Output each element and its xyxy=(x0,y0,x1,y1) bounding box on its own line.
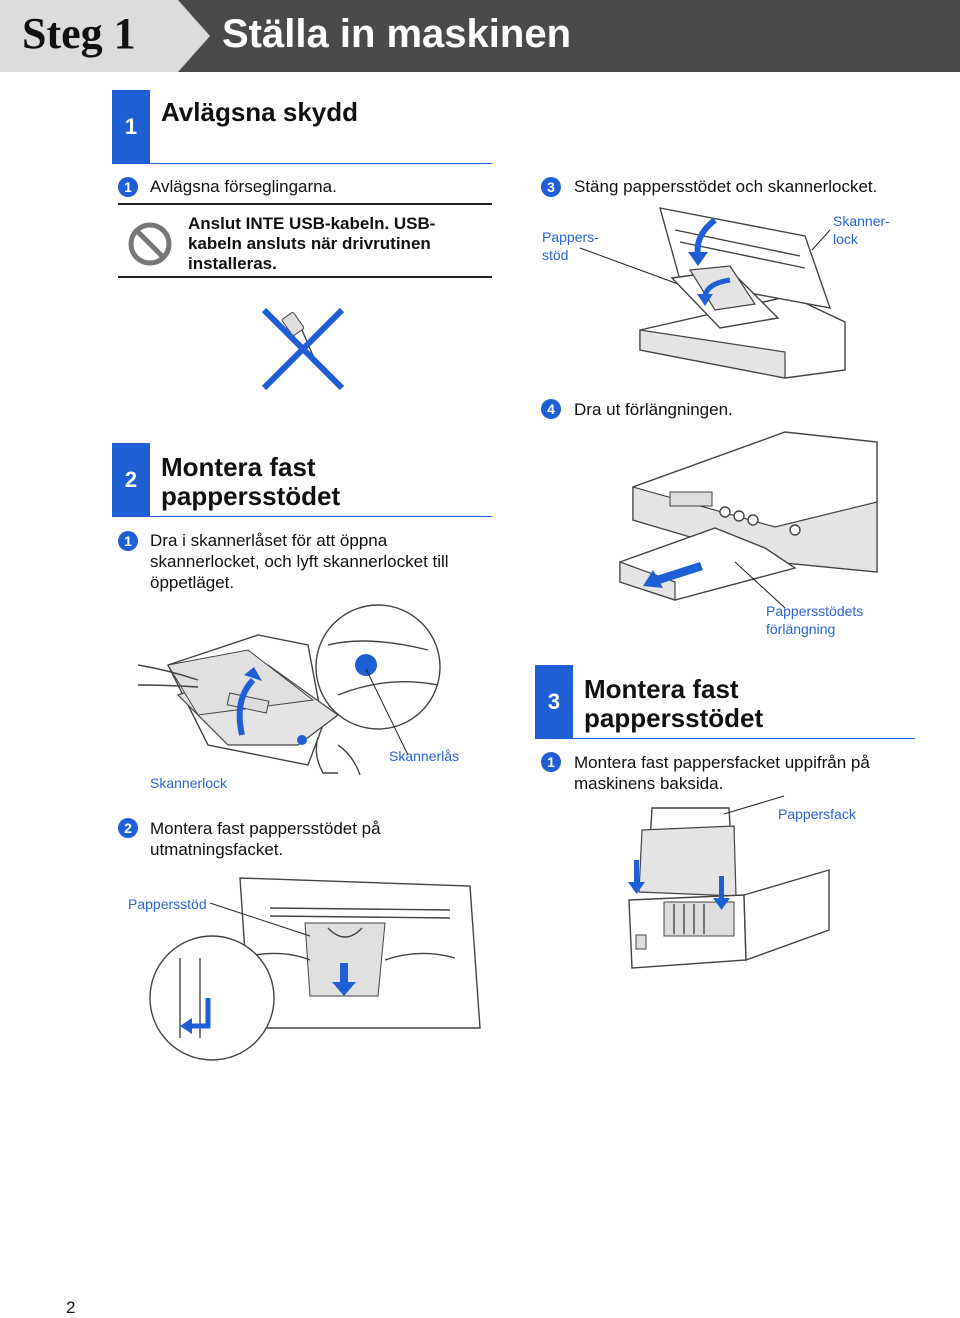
label-scanner-cover: lock xyxy=(833,231,858,247)
label-paper-support: stöd xyxy=(542,247,569,263)
section1-divider xyxy=(150,163,492,164)
label-scanner-lock: Skannerlås xyxy=(389,748,460,764)
scanner-lock-illustration xyxy=(137,604,441,776)
step-circle: 2 xyxy=(118,818,138,838)
step-circle: 3 xyxy=(541,177,561,197)
section2-divider xyxy=(150,516,492,517)
paper-support-mount-illustration xyxy=(149,877,481,1061)
label-scanner-cover: Skannerlock xyxy=(150,775,228,791)
section3-divider xyxy=(573,738,915,739)
warning-rule-bottom xyxy=(118,276,492,278)
label-extension: Pappersstödets xyxy=(766,603,864,619)
step-circle: 4 xyxy=(541,399,561,419)
printer-extension-illustration xyxy=(619,431,878,609)
page-title: Ställa in maskinen xyxy=(222,12,572,56)
section3-number: 3 xyxy=(535,665,573,739)
step-text: Montera fast pappersfacket uppifrån på m… xyxy=(574,753,870,793)
step-text: Dra i skannerlåset för att öppna skanner… xyxy=(150,531,449,592)
step-circle: 1 xyxy=(118,177,138,197)
step-text: Stäng pappersstödet och skannerlocket. xyxy=(574,177,878,196)
header-step-tab xyxy=(0,0,210,72)
label-paper-support: Pappers- xyxy=(542,229,599,245)
section2-title-line1: Montera fast xyxy=(161,452,316,482)
step-text: Dra ut förlängningen. xyxy=(574,400,733,419)
page-number: 2 xyxy=(66,1298,76,1317)
step-text: Avlägsna förseglingarna. xyxy=(150,177,337,196)
warning-rule-top xyxy=(118,203,492,205)
section1-title: Avlägsna skydd xyxy=(161,97,359,127)
printer-close-illustration xyxy=(579,207,846,379)
step-circle: 1 xyxy=(541,752,561,772)
label-paper-support: Pappersstöd xyxy=(128,896,207,912)
step-text: Montera fast pappersstödet på utmatnings… xyxy=(150,819,381,859)
header-step: Steg 1 xyxy=(22,9,136,58)
section2-number: 2 xyxy=(112,443,150,517)
label-extension: förlängning xyxy=(766,621,836,637)
section1-number: 1 xyxy=(112,90,150,164)
paper-tray-illustration xyxy=(628,795,830,969)
step-circle: 1 xyxy=(118,531,138,551)
label-paper-tray: Pappersfack xyxy=(778,806,856,822)
section3-title-line1: Montera fast xyxy=(584,674,739,704)
section2-title-line2: pappersstödet xyxy=(161,481,341,511)
usb-cable-crossed-icon xyxy=(261,307,345,391)
no-entry-icon xyxy=(128,222,172,266)
section3-title-line2: pappersstödet xyxy=(584,703,764,733)
label-scanner-cover: Skanner- xyxy=(833,213,890,229)
warning-text: Anslut INTE USB-kabeln. USB-kabeln anslu… xyxy=(188,214,436,273)
